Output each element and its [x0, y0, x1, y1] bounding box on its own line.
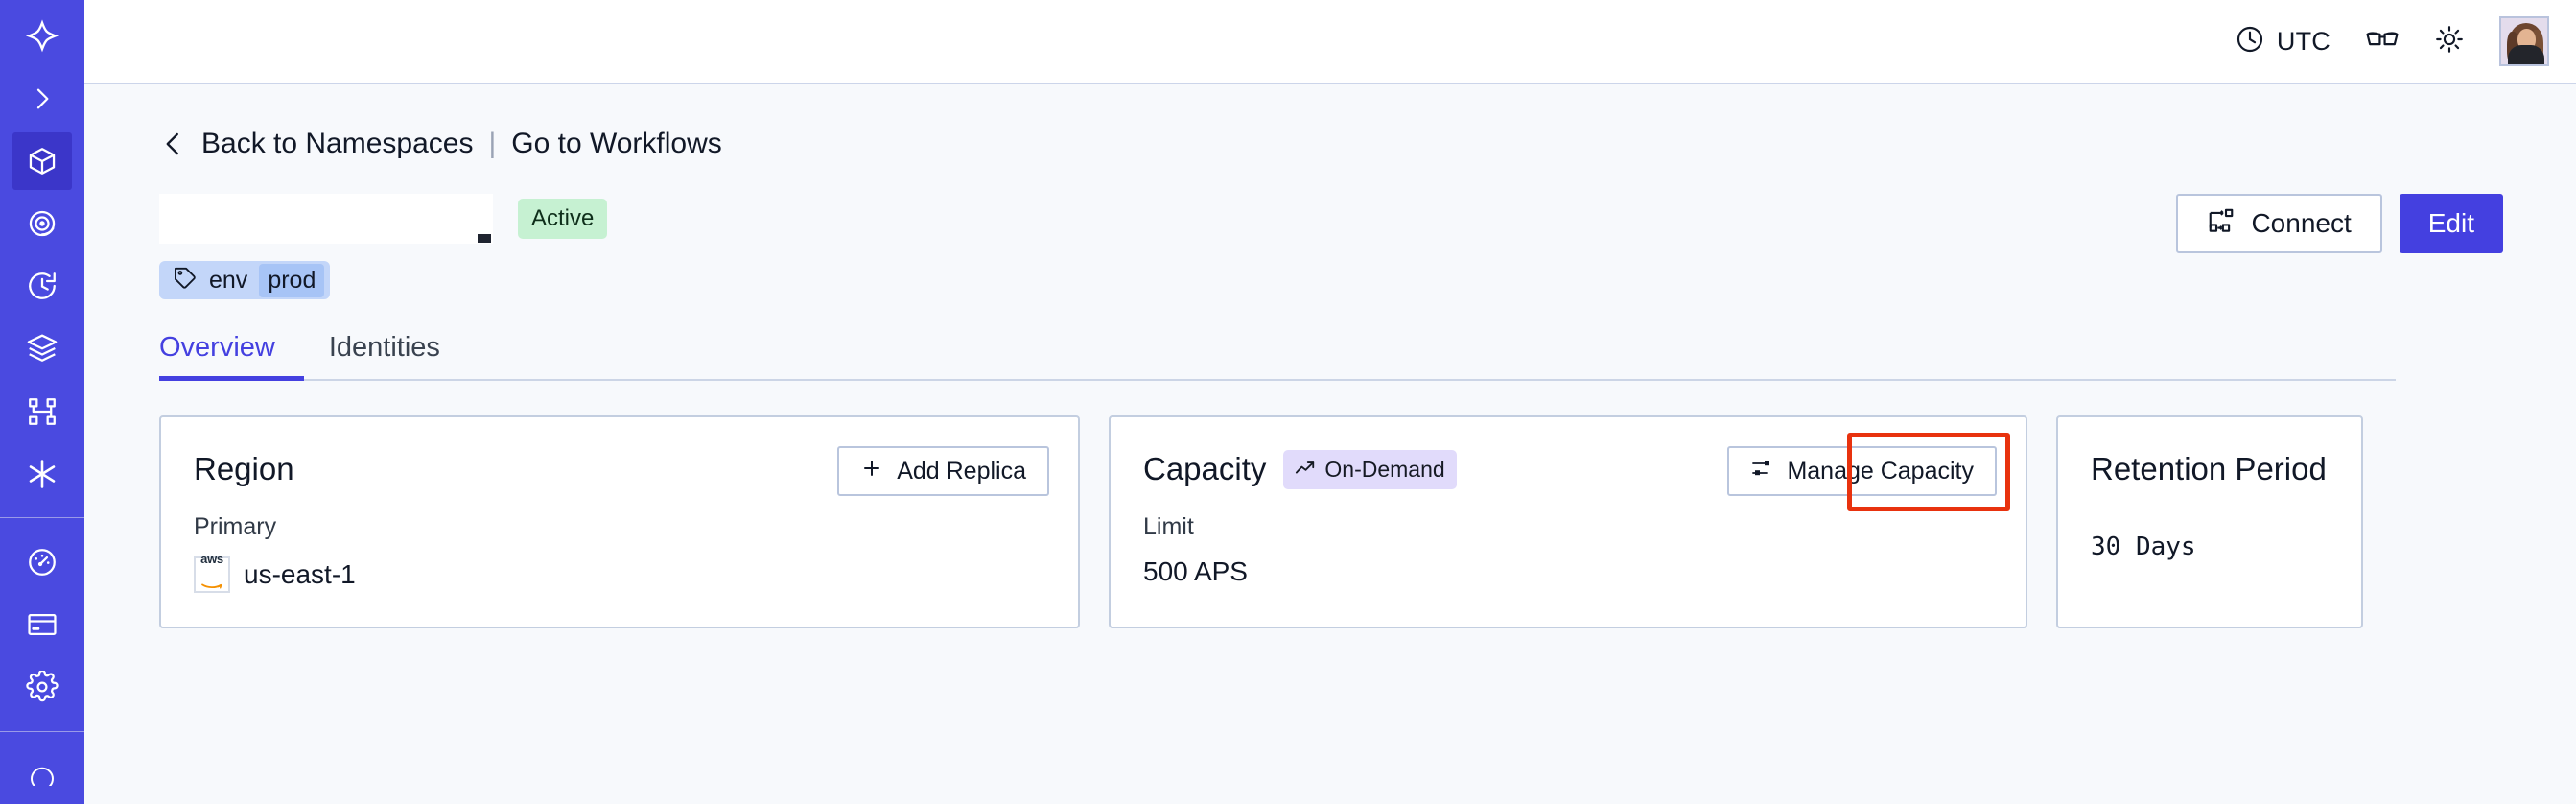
help-circle-icon — [28, 765, 57, 787]
top-bar-actions: UTC — [2235, 16, 2549, 66]
region-card-header: Region — [194, 446, 1049, 492]
status-badge: Active — [518, 199, 608, 239]
asterisk-icon — [25, 457, 59, 491]
tag-key: env — [209, 266, 248, 294]
capacity-card-header: Capacity On-Demand — [1143, 446, 1997, 492]
layers-icon — [26, 332, 59, 365]
edit-button[interactable]: Edit — [2399, 194, 2503, 253]
temporal-logo-icon — [25, 18, 59, 54]
capacity-limit-label: Limit — [1143, 513, 1194, 540]
tag-value: prod — [259, 263, 325, 297]
region-card-title: Region — [194, 451, 294, 486]
sidebar-divider-1 — [0, 517, 84, 519]
plus-icon — [860, 457, 883, 486]
chevron-right-icon — [27, 83, 58, 114]
capacity-card: Capacity On-Demand — [1109, 415, 2027, 628]
region-value: us-east-1 — [244, 559, 356, 589]
breadcrumb-back-link[interactable]: Back to Namespaces — [201, 128, 474, 159]
avatar[interactable] — [2499, 16, 2549, 66]
overview-cards: Region Add Replica Primary — [159, 415, 2576, 628]
chevron-left-icon[interactable] — [159, 128, 188, 160]
region-value-row: aws us-east-1 — [194, 553, 1049, 593]
network-connect-icon — [2207, 206, 2236, 242]
capacity-mode-label: On-Demand — [1324, 456, 1445, 482]
page-content: Back to Namespaces | Go to Workflows Act… — [84, 84, 2576, 628]
connect-button-label: Connect — [2251, 208, 2352, 238]
retention-card: Retention Period 30 Days — [2056, 415, 2363, 628]
page-title — [159, 194, 493, 244]
edit-button-label: Edit — [2427, 208, 2474, 238]
region-card-action: Add Replica — [837, 446, 1049, 496]
avatar-body — [2508, 45, 2544, 64]
credit-card-icon — [26, 608, 59, 641]
trending-up-icon — [1295, 457, 1316, 483]
tab-overview[interactable]: Overview — [159, 332, 304, 381]
eye-spiral-icon — [26, 207, 59, 240]
workflow-branch-icon — [26, 395, 59, 428]
manage-capacity-label: Manage Capacity — [1787, 457, 1974, 485]
breadcrumb: Back to Namespaces | Go to Workflows — [159, 123, 2576, 165]
connect-button[interactable]: Connect — [2176, 194, 2382, 253]
sliders-icon — [1750, 457, 1773, 486]
header-actions: Connect Edit — [2176, 194, 2503, 253]
sidebar-item-history[interactable] — [12, 258, 72, 315]
region-card: Region Add Replica Primary — [159, 415, 1080, 628]
tag-icon — [173, 265, 198, 296]
left-sidebar — [0, 0, 84, 804]
glasses-icon — [2365, 25, 2400, 59]
retention-value: 30 Days — [2091, 532, 2196, 561]
timezone-label: UTC — [2276, 26, 2330, 56]
region-primary-label: Primary — [194, 513, 277, 540]
main-area: UTC — [84, 0, 2576, 804]
tab-identities[interactable]: Identities — [328, 332, 440, 363]
sidebar-item-brand-logo[interactable] — [12, 8, 72, 64]
sun-icon — [2434, 24, 2465, 59]
aws-logo: aws — [194, 553, 230, 593]
sidebar-item-integrations[interactable] — [12, 445, 72, 502]
title-redaction-mark — [478, 234, 491, 243]
history-clock-icon — [26, 270, 59, 302]
sidebar-item-usage[interactable] — [12, 533, 72, 590]
theme-toggle[interactable] — [2434, 24, 2465, 59]
namespace-header-row: Active Connect — [159, 194, 2576, 253]
capacity-card-action: Manage Capacity — [1727, 446, 1997, 496]
sidebar-item-expand-sidebar[interactable] — [12, 70, 72, 127]
sidebar-item-workflows[interactable] — [12, 383, 72, 439]
sidebar-divider-2 — [0, 730, 84, 732]
breadcrumb-workflows-link[interactable]: Go to Workflows — [511, 128, 722, 159]
gauge-icon — [26, 546, 59, 579]
sidebar-item-namespaces[interactable] — [12, 132, 72, 190]
namespace-tag[interactable]: env prod — [159, 261, 331, 299]
sidebar-item-help[interactable] — [12, 747, 72, 804]
sidebar-item-layers[interactable] — [12, 320, 72, 377]
gear-icon — [26, 671, 59, 703]
capacity-mode-badge: On-Demand — [1283, 449, 1457, 489]
clock-icon — [2235, 24, 2265, 59]
glasses-toggle[interactable] — [2365, 25, 2400, 59]
retention-card-header: Retention Period — [2091, 446, 2332, 492]
top-bar: UTC — [84, 0, 2576, 84]
capacity-limit-value: 500 APS — [1143, 556, 1248, 586]
cube-icon — [26, 145, 59, 177]
sidebar-item-settings[interactable] — [12, 659, 72, 716]
breadcrumb-separator: | — [488, 128, 497, 159]
add-replica-button[interactable]: Add Replica — [837, 446, 1049, 496]
add-replica-label: Add Replica — [897, 457, 1026, 485]
tab-bar: Overview Identities — [159, 332, 2396, 381]
manage-capacity-button[interactable]: Manage Capacity — [1727, 446, 1997, 496]
retention-card-title: Retention Period — [2091, 451, 2327, 486]
sidebar-item-observability[interactable] — [12, 196, 72, 252]
sidebar-item-billing[interactable] — [12, 597, 72, 653]
capacity-card-title: Capacity — [1143, 451, 1267, 486]
timezone-selector[interactable]: UTC — [2235, 24, 2330, 59]
